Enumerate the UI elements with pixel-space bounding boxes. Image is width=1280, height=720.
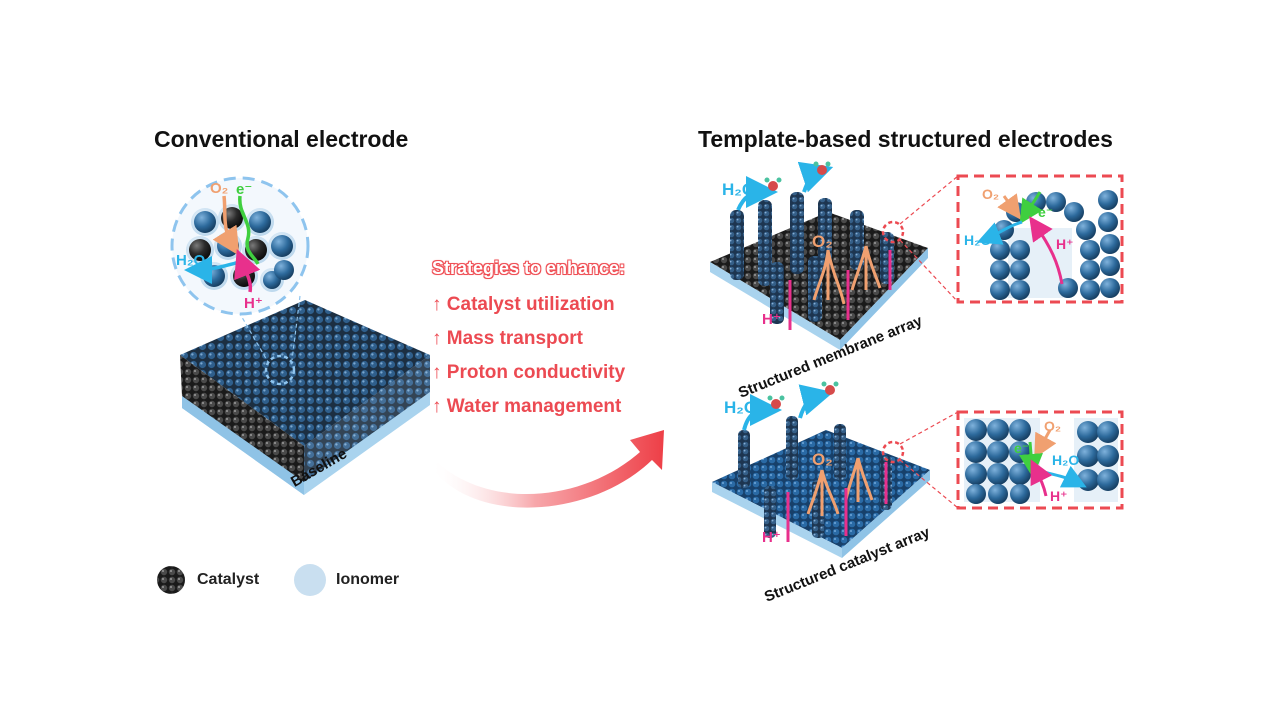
membrane-array-block [710, 161, 959, 350]
membrane-arch-particles [990, 190, 1120, 300]
structured-title: Template-based structured electrodes [698, 126, 1113, 152]
membrane-h-label: H⁺ [762, 311, 781, 328]
membrane-h2o-label: H₂O [722, 180, 756, 199]
cz-h2o-label: H₂O [1052, 452, 1080, 468]
cz-o2-label: O₂ [1044, 418, 1062, 434]
legend-swatches [157, 564, 326, 596]
conventional-title: Conventional electrode [154, 126, 409, 152]
mz-h-label: H⁺ [1056, 236, 1074, 252]
transition-arrow [430, 430, 664, 508]
mz-o2-label: O₂ [982, 186, 1000, 202]
legend-ionomer-swatch [294, 564, 326, 596]
legend-catalyst-label: Catalyst [197, 571, 260, 588]
strategy-item: ↑ Water management [432, 396, 622, 417]
strategies-list: ↑ Catalyst utilization ↑ Mass transport … [432, 294, 625, 430]
membrane-o2-label: O₂ [812, 232, 833, 251]
strategy-item: ↑ Mass transport [432, 328, 583, 349]
zoom-h2o-label: H₂O [176, 252, 206, 269]
catalyst-h2o-label: H₂O [724, 398, 758, 417]
catalyst-array-block [712, 381, 959, 558]
mz-e-label: e⁻ [1038, 204, 1054, 220]
catalyst-zoom-box [956, 410, 1124, 510]
conventional-electrode-block [180, 295, 430, 495]
strategy-item: ↑ Catalyst utilization [432, 294, 615, 315]
zoom-e-label: e⁻ [236, 181, 253, 198]
strategy-item: ↑ Proton conductivity [432, 362, 626, 383]
legend-ionomer-label: Ionomer [336, 571, 400, 588]
catalyst-o2-label: O₂ [812, 450, 833, 469]
legend-catalyst-swatch [157, 566, 185, 594]
strategies-title: Strategies to enhance: [432, 258, 626, 278]
cz-e-label: e⁻ [1014, 440, 1030, 456]
zoom-o2-label: O₂ [210, 180, 229, 197]
mz-h2o-label: H₂O [964, 232, 992, 248]
catalyst-h-label: H⁺ [762, 529, 781, 546]
membrane-zoom-box [956, 174, 1124, 304]
zoom-h-label: H⁺ [244, 295, 263, 312]
conventional-zoom-bubble [170, 176, 310, 316]
cz-h-label: H⁺ [1050, 488, 1068, 504]
